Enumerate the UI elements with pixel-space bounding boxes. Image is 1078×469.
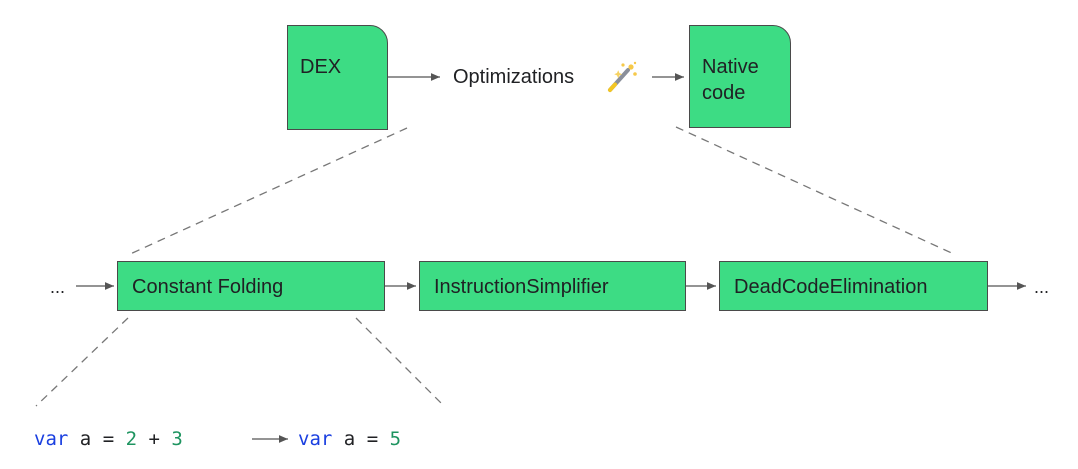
- variable-name: a: [343, 428, 356, 450]
- variable-name: a: [79, 428, 92, 450]
- pass-label: DeadCodeElimination: [734, 276, 928, 298]
- optimizations-label: Optimizations: [453, 66, 575, 88]
- zoom-line-left: [127, 127, 408, 256]
- native-code-label-line2: code: [702, 82, 746, 104]
- dex-label: DEX: [300, 56, 342, 78]
- code-before: var a = 2 + 3: [34, 427, 183, 451]
- pass-label: InstructionSimplifier: [434, 276, 609, 298]
- zoom-line-example-left: [35, 317, 129, 407]
- leading-ellipsis: ...: [50, 277, 66, 297]
- code-after: var a = 5: [298, 427, 401, 451]
- zoom-line-right: [675, 126, 957, 256]
- assign-operator: =: [102, 428, 115, 450]
- dex-box: DEX: [287, 25, 388, 130]
- pass-label: Constant Folding: [132, 276, 284, 298]
- pass-dead-code-elimination: DeadCodeElimination: [719, 261, 988, 311]
- pass-constant-folding: Constant Folding: [117, 261, 385, 311]
- native-code-label-line1: Native: [702, 56, 759, 78]
- keyword-var: var: [298, 428, 333, 450]
- number-literal: 2: [125, 428, 138, 450]
- keyword-var: var: [34, 428, 69, 450]
- magic-wand-icon: [608, 61, 637, 92]
- number-literal: 3: [171, 428, 183, 450]
- pass-instruction-simplifier: InstructionSimplifier: [419, 261, 686, 311]
- trailing-ellipsis: ...: [1034, 277, 1050, 297]
- zoom-line-example-right: [355, 317, 445, 407]
- native-code-box: Native code: [689, 25, 791, 128]
- plus-operator: +: [148, 428, 160, 450]
- assign-operator: =: [366, 428, 379, 450]
- number-literal: 5: [389, 428, 402, 450]
